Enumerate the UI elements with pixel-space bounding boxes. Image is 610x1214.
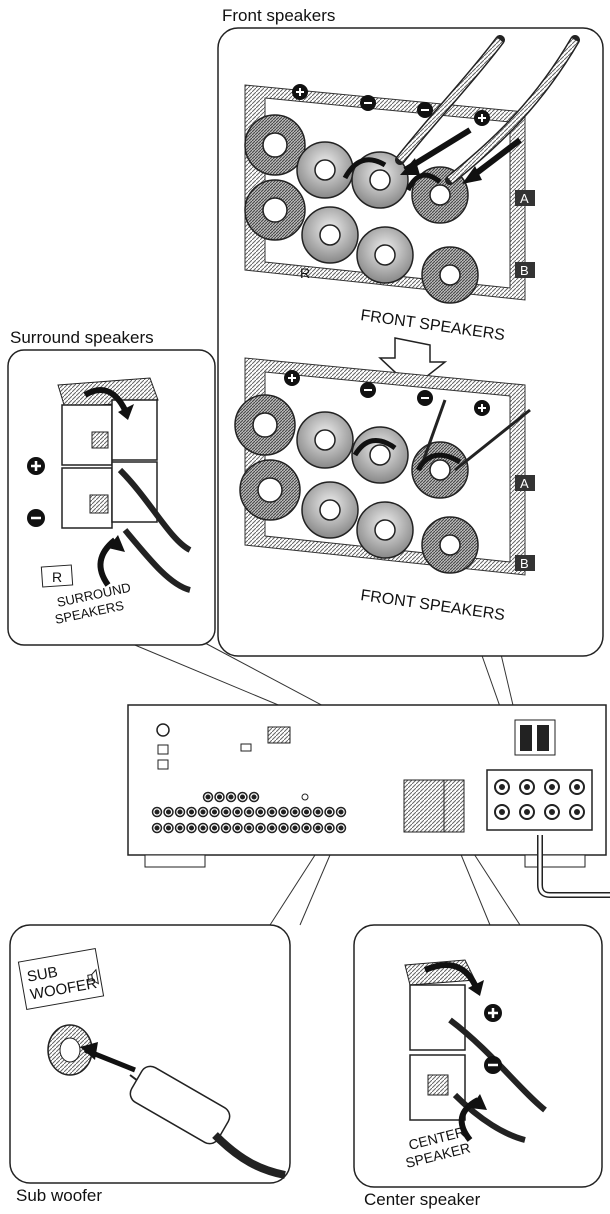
surround-speakers-caption: Surround speakers [10,328,154,347]
rca-jack-pin [154,809,160,815]
minus-terminal-icon [417,102,433,118]
rca-jack-pin [257,809,264,815]
rca-jack-pin [228,794,234,800]
step-arrow-icon [378,337,448,389]
sub-text-1: SUB [26,964,59,986]
rca-jack-pin [211,809,218,815]
rca-jack-pin [246,825,252,831]
receiver-rear-panel [127,704,610,898]
sub-woofer-panel: SUB WOOFER [9,924,291,1184]
plus-terminal-icon [474,110,490,126]
rca-jack-pin [326,825,333,831]
rca-jack-pin [223,809,229,815]
rca-jack-pin [154,825,160,831]
rca-jack-pin [165,825,172,831]
rca-jack-pin [211,825,218,831]
minus-terminal-icon [27,509,45,527]
terminal-a-label: A [520,191,529,206]
rca-jack-pin [315,825,321,831]
rca-jack-pin [292,809,298,815]
plus-terminal-icon [27,457,45,475]
rca-jack-pin [246,809,252,815]
rca-jack-pin [269,809,275,815]
rca-jack-pin [200,809,206,815]
surround-speakers-panel: R SURROUND SPEAKERS [7,349,216,646]
center-speaker-panel: CENTER SPEAKER [353,924,603,1188]
terminal-b-label: B [520,263,529,278]
rca-jack-pin [315,809,321,815]
rca-jack-pin [303,809,310,815]
rca-jack-pin [257,825,264,831]
rca-jack-pin [338,809,344,815]
rca-jack-pin [205,794,211,800]
front-speakers-panel: A B R FRONT SPEAKERS [217,27,604,657]
rca-jack-pin [200,825,206,831]
rca-jack-pin [280,809,287,815]
terminal-b-label-2: B [520,556,529,571]
minus-terminal-icon [360,382,376,398]
rca-jack-pin [234,809,241,815]
rca-jack-pin [280,825,287,831]
rca-jack-pin [234,825,241,831]
center-speaker-caption: Center speaker [364,1190,481,1209]
rca-jack-pin [177,825,183,831]
surround-r-label: R [52,569,62,585]
terminal-r-label: R [300,265,310,281]
rca-jack-pin [177,809,183,815]
plus-terminal-icon [484,1004,502,1022]
minus-terminal-icon [484,1056,502,1074]
rca-jack-pin [216,794,223,800]
minus-terminal-icon [360,95,376,111]
rca-jack-pin [239,794,246,800]
rca-jack-pin [326,809,333,815]
sub-woofer-caption: Sub woofer [16,1186,102,1205]
rca-jack-pin [303,825,310,831]
front-terminal-block-top: A B R FRONT SPEAKERS [244,35,580,344]
plus-terminal-icon [474,400,490,416]
rca-jack-pin [338,825,344,831]
rca-jack-pin [165,809,172,815]
plus-terminal-icon [292,84,308,100]
rca-jack-pin [269,825,275,831]
rca-jack-pin [223,825,229,831]
speaker-icon [87,968,100,985]
front-speakers-caption: Front speakers [222,6,336,25]
minus-terminal-icon [417,390,433,406]
front-terminal-block-bottom: A B FRONT SPEAKERS [234,357,535,624]
rca-jack-pin [251,794,257,800]
terminal-a-label-2: A [520,476,529,491]
rca-jack-pin [188,809,195,815]
rca-jack-pin [188,825,195,831]
plus-terminal-icon [284,370,300,386]
rca-jack-pin [292,825,298,831]
